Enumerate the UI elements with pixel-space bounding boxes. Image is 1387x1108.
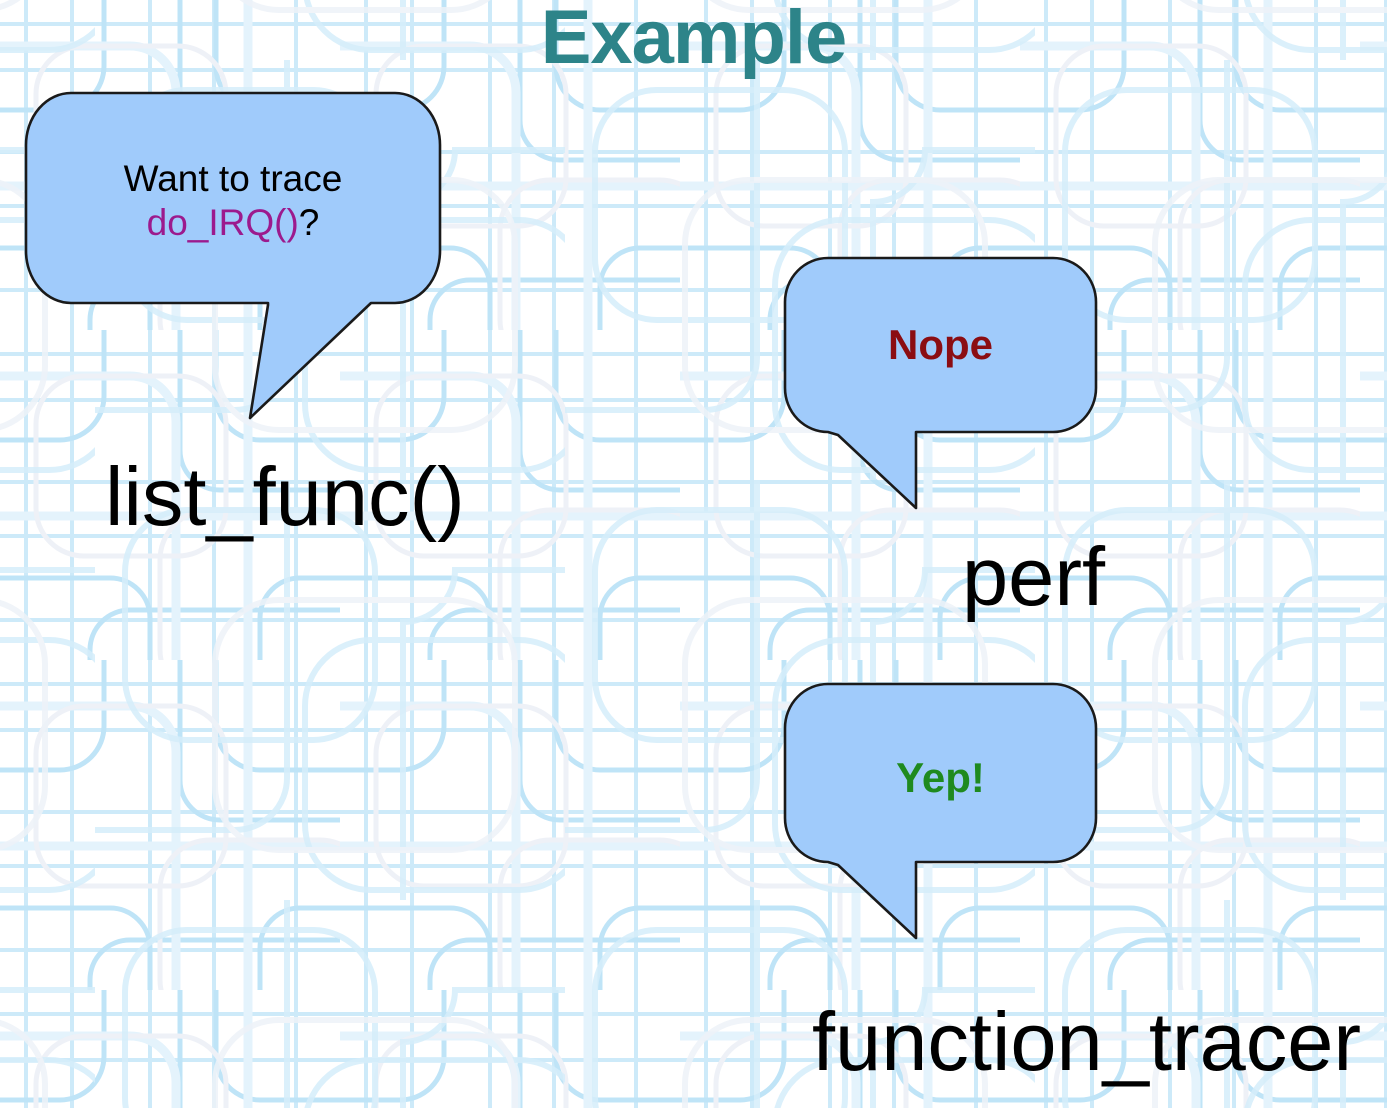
question-mark: ? xyxy=(298,201,320,243)
caption-perf: perf xyxy=(962,530,1106,623)
yep-bubble-shape xyxy=(783,682,1098,940)
yep-bubble-label: Yep! xyxy=(896,754,985,801)
nope-bubble-shape xyxy=(783,256,1098,510)
caption-list-func: list_func() xyxy=(105,450,465,543)
question-bubble-line-1: Want to trace xyxy=(123,158,343,199)
page-title: Example xyxy=(540,0,848,80)
question-bubble-shape xyxy=(24,91,442,420)
nope-bubble-label: Nope xyxy=(888,321,993,368)
do-irq-code-label: do_IRQ() xyxy=(146,201,299,243)
caption-function-tracer: function_tracer xyxy=(812,995,1362,1088)
question-bubble-line-2: do_IRQ()? xyxy=(26,201,440,245)
question-bubble-text: Want to trace do_IRQ()? xyxy=(26,157,440,244)
